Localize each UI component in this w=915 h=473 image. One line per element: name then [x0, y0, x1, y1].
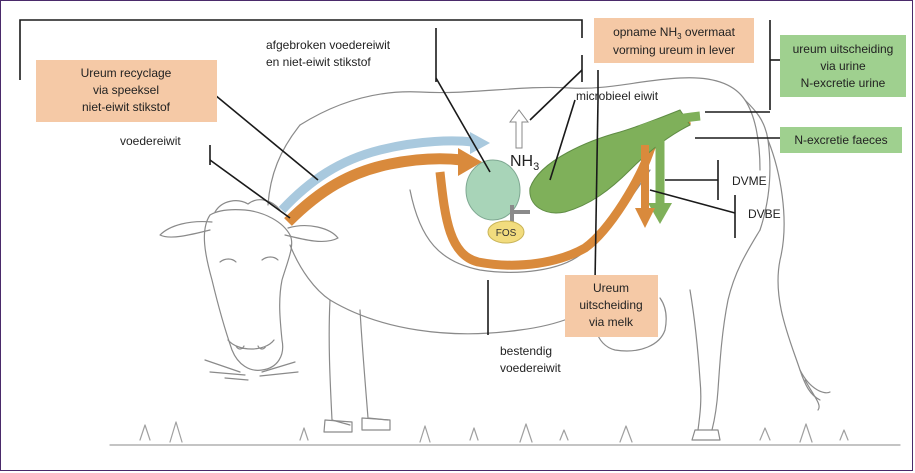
recycle-to-arrow-line: [215, 95, 318, 180]
faeces-label: N-excretie faeces: [794, 133, 887, 147]
cow-front-leg-left: [329, 300, 350, 425]
bypass-line-1: bestendig: [500, 344, 552, 358]
cow-hoof-front: [324, 418, 390, 432]
grass: [110, 422, 900, 445]
cow-ear-right: [285, 226, 338, 242]
cow-chest: [290, 245, 330, 300]
nh3-subscript: 3: [533, 161, 539, 173]
faeces-orange-arrowhead: [635, 208, 655, 228]
urine-box: ureum uitscheiding via urine N-excretie …: [780, 35, 906, 97]
nh3-label: NH3: [510, 153, 539, 173]
microbial-label: microbieel eiwit: [576, 89, 659, 103]
urine-line-1: ureum uitscheiding: [793, 42, 894, 56]
uptake-to-nh3-line: [530, 70, 582, 120]
cow-eye-left: [220, 259, 236, 262]
cow-muzzle: [228, 340, 274, 349]
bypass-line-2: voedereiwit: [500, 361, 561, 375]
dvbe-label: DVBE: [748, 207, 781, 221]
recycle-line-1: Ureum recyclage: [81, 66, 172, 80]
uptake-line-1: opname NH3 overmaat: [613, 25, 736, 41]
urine-line-3: N-excretie urine: [801, 76, 886, 90]
recycle-line-3: niet-eiwit stikstof: [82, 100, 171, 114]
faeces-box: N-excretie faeces: [780, 127, 902, 153]
degraded-line-2: en niet-eiwit stikstof: [266, 55, 371, 69]
dvme-label: DVME: [732, 174, 767, 188]
cow-belly: [330, 300, 600, 334]
uptake-box: opname NH3 overmaat vorming ureum in lev…: [594, 18, 754, 63]
recycle-box: Ureum recyclage via speeksel niet-eiwit …: [36, 60, 217, 122]
cow-rear-leg: [712, 230, 760, 430]
cow-eye-right: [262, 257, 278, 260]
milk-line-2: uitscheiding: [579, 298, 642, 312]
cow-tail-tuft: [800, 370, 830, 410]
nh3-up-arrow: [510, 110, 528, 148]
feed-protein-diag-line: [210, 160, 290, 218]
milk-box: Ureum uitscheiding via melk: [565, 275, 658, 337]
fos-label: FOS: [496, 228, 517, 239]
uptake-line-2: vorming ureum in lever: [613, 43, 735, 57]
cow-front-leg-right: [360, 310, 388, 420]
cow-head: [204, 210, 291, 371]
milk-line-1: Ureum: [593, 281, 629, 295]
milk-line-3: via melk: [589, 315, 634, 329]
recycle-line-2: via speeksel: [93, 83, 159, 97]
cow-tail: [768, 140, 820, 400]
degraded-line-1: afgebroken voedereiwit: [266, 38, 391, 52]
cow-rear-leg-inner: [690, 290, 701, 430]
urine-line-2: via urine: [820, 59, 866, 73]
feed-protein-arrow: [288, 159, 462, 222]
cow-hoof-rear: [692, 430, 720, 440]
feed-protein-label: voedereiwit: [120, 134, 181, 148]
